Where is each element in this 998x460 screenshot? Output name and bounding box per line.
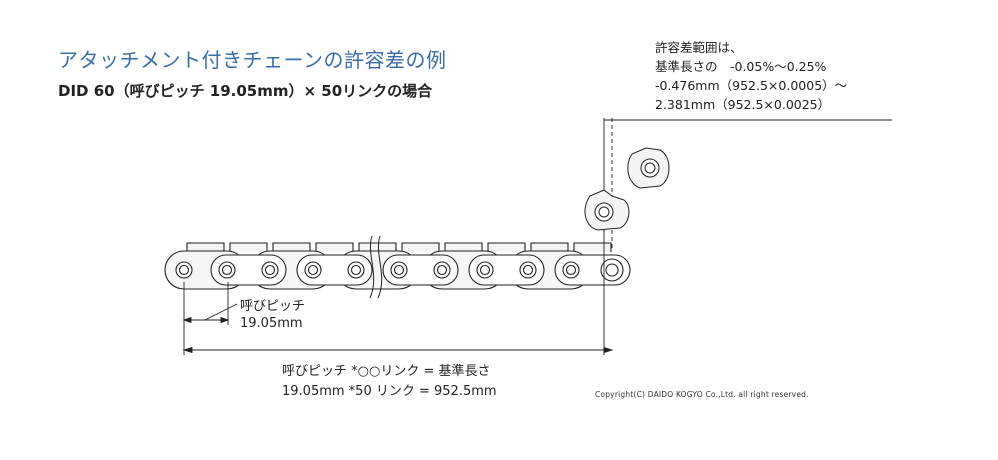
overall-dimension xyxy=(182,346,614,354)
attachment-tab xyxy=(573,242,612,252)
formula-line-1: 呼びピッチ *○○リンク = 基準長さ xyxy=(282,364,491,379)
pin xyxy=(178,264,190,276)
pitch-label-value: 19.05mm xyxy=(240,316,303,331)
pin xyxy=(436,264,448,276)
pin xyxy=(393,264,405,276)
pin xyxy=(350,264,362,276)
pitch-dimension xyxy=(182,303,238,324)
length-extension-lines xyxy=(183,118,892,355)
page-title: アタッチメント付きチェーンの許容差の例 xyxy=(58,48,447,72)
formula-line-2: 19.05mm *50 リンク = 952.5mm xyxy=(282,384,497,399)
attachment-tab xyxy=(229,242,268,252)
tolerance-end-rollers xyxy=(584,147,670,231)
formula-note: 呼びピッチ *○○リンク = 基準長さ 19.05mm *50 リンク = 95… xyxy=(282,362,497,402)
attachment-tab xyxy=(401,242,440,252)
pitch-label-name: 呼びピッチ xyxy=(240,299,306,314)
pin xyxy=(565,264,577,276)
pin xyxy=(264,264,276,276)
tolerance-line-2: 基準長さの -0.05%～0.25% xyxy=(655,59,827,74)
pin xyxy=(522,264,534,276)
pin xyxy=(479,264,491,276)
copyright-text: Copyright(C) DAIDO KOGYO Co.,Ltd. all ri… xyxy=(595,390,809,399)
chain-assembly xyxy=(164,242,631,290)
attachment-tab xyxy=(315,242,354,252)
attachment-tab xyxy=(444,242,483,252)
tolerance-note: 許容差範囲は、 基準長さの -0.05%～0.25% -0.476mm（952.… xyxy=(655,38,847,114)
tolerance-line-3: -0.476mm（952.5×0.0005）～ xyxy=(655,78,848,93)
end-pin xyxy=(605,263,619,277)
attachment-tab xyxy=(530,242,569,252)
break-mark xyxy=(369,235,383,299)
pin xyxy=(221,264,233,276)
attachment-tab xyxy=(358,242,397,252)
attachment-tab xyxy=(487,242,526,252)
page-subtitle: DID 60（呼びピッチ 19.05mm）× 50リンクの場合 xyxy=(58,82,433,100)
tolerance-line-4: 2.381mm（952.5×0.0025） xyxy=(655,97,831,112)
tolerance-line-1: 許容差範囲は、 xyxy=(655,40,743,55)
attachment-tab xyxy=(272,242,311,252)
attachment-tab xyxy=(186,242,225,252)
pitch-label: 呼びピッチ 19.05mm xyxy=(240,298,305,332)
pin xyxy=(307,264,319,276)
